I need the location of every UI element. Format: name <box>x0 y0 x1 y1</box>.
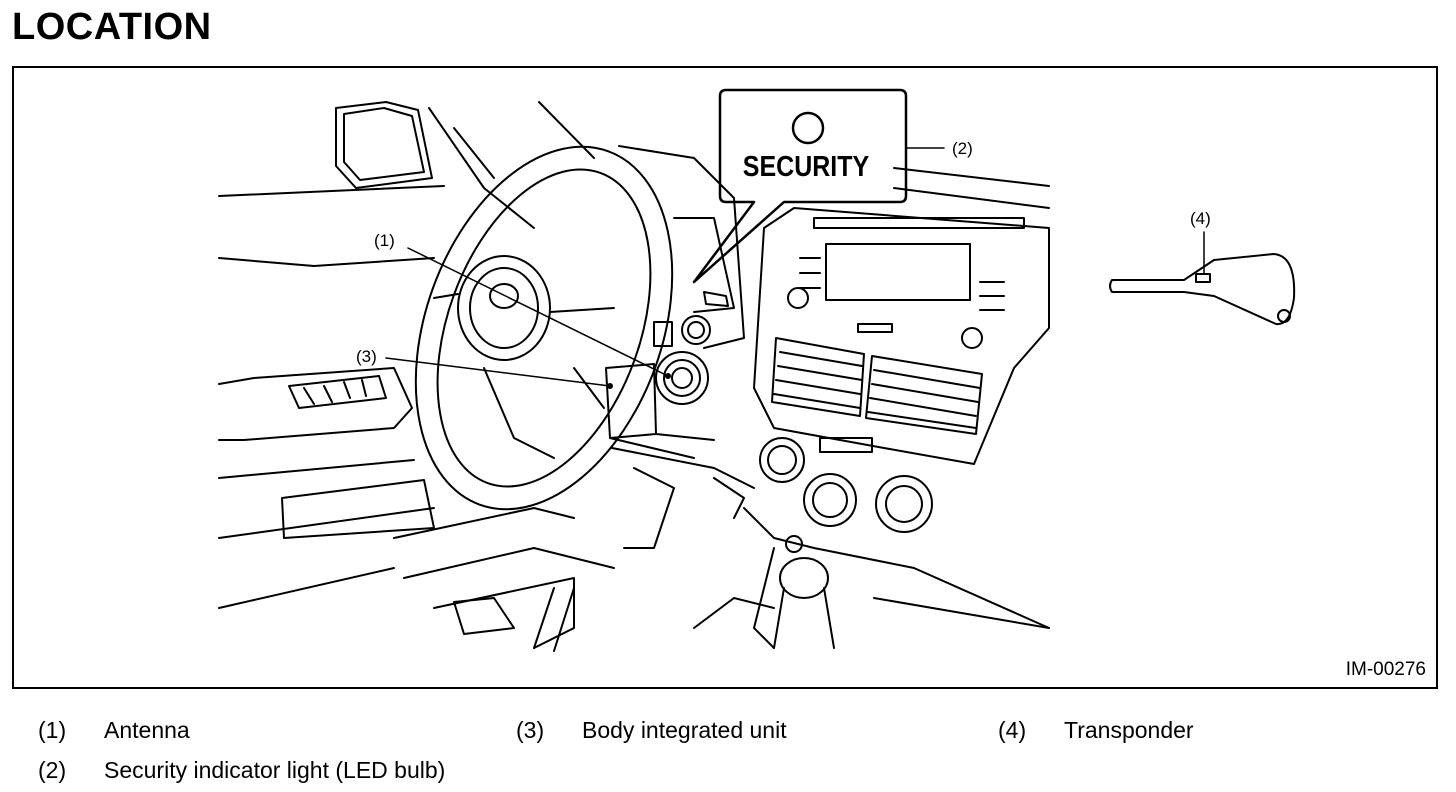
cockpit-illustration: SECURITY (1) (2) (3) (4) <box>218 88 1296 652</box>
transponder-key <box>1109 253 1296 326</box>
air-vent-right <box>865 355 983 435</box>
callout-1: (1) <box>374 231 395 250</box>
side-mirror <box>335 101 433 189</box>
legend-label: Transponder <box>1064 717 1194 743</box>
climate-knob-right <box>875 475 933 533</box>
callout-4: (4) <box>1190 209 1211 228</box>
security-callout-box <box>692 88 908 284</box>
body-integrated-unit <box>605 363 657 439</box>
climate-knob-center <box>803 473 857 527</box>
steering-hub <box>457 255 551 361</box>
legend-number: (4) <box>998 717 1027 743</box>
air-vent-left <box>771 337 865 417</box>
security-indicator-label: SECURITY <box>743 150 869 182</box>
page-heading: LOCATION <box>12 6 212 48</box>
figure-frame: SECURITY (1) (2) (3) (4) IM-00276 <box>12 66 1438 689</box>
leader-line-3 <box>385 357 611 387</box>
legend-label: Body integrated unit <box>582 717 787 743</box>
ignition-ring <box>655 351 709 405</box>
figure-id: IM-00276 <box>1345 659 1426 680</box>
climate-knob-left <box>759 437 805 483</box>
transponder-chip <box>1195 273 1211 283</box>
security-led-icon <box>791 111 825 145</box>
center-console <box>753 207 1050 465</box>
callout-2: (2) <box>952 139 973 158</box>
legend-number: (1) <box>38 717 67 743</box>
legend-number: (2) <box>38 757 67 783</box>
leader-line-1 <box>407 247 669 377</box>
callout-3: (3) <box>356 347 377 366</box>
door-panel <box>218 367 413 441</box>
legend-number: (3) <box>516 717 545 743</box>
legend-label: Antenna <box>104 717 190 743</box>
audio-display <box>825 243 971 301</box>
legend-label: Security indicator light (LED bulb) <box>104 757 446 783</box>
